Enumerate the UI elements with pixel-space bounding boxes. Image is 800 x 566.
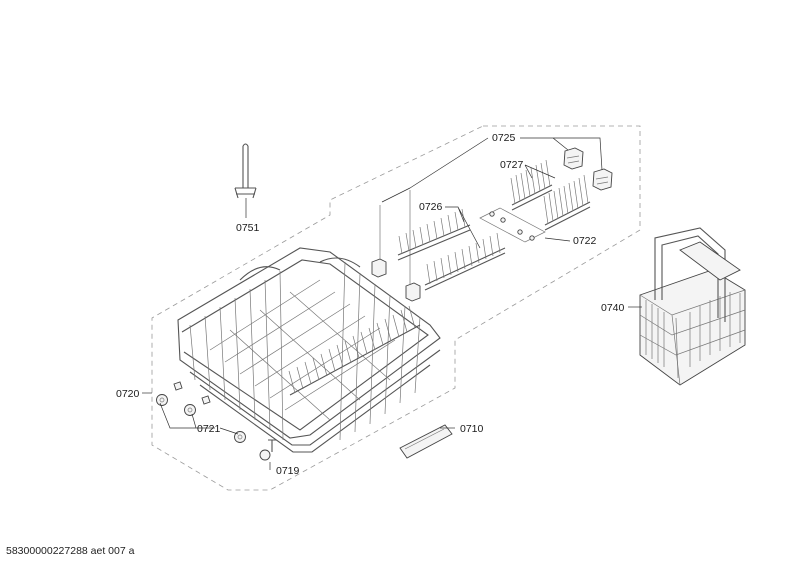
assembly-boundary [151, 125, 641, 491]
label-0721: 0721 [197, 423, 221, 435]
label-0710: 0710 [460, 423, 484, 435]
label-0751: 0751 [236, 222, 260, 234]
part-0710-strip[interactable] [399, 424, 453, 459]
label-0727: 0727 [500, 159, 524, 171]
label-0725: 0725 [492, 132, 516, 144]
part-0725-hinge[interactable] [371, 190, 421, 302]
part-0725-clip[interactable] [563, 147, 613, 191]
label-0722: 0722 [573, 235, 597, 247]
label-0720: 0720 [116, 388, 140, 400]
part-0722-rail[interactable] [479, 207, 546, 243]
label-0719: 0719 [276, 465, 300, 477]
part-0721-wheel[interactable] [156, 381, 246, 443]
part-0740-cutlery-basket[interactable] [639, 227, 746, 386]
part-0727-tine-rack[interactable] [510, 159, 591, 231]
document-id: 58300000227288 aet 007 a [6, 545, 135, 557]
label-0740: 0740 [601, 302, 625, 314]
part-0751-rod-holder[interactable] [234, 143, 257, 199]
label-0726: 0726 [419, 201, 443, 213]
part-0719-pin[interactable] [259, 439, 276, 461]
part-0720-lower-basket[interactable] [177, 247, 441, 453]
part-0726-tine-rack[interactable] [397, 208, 506, 291]
leader-lines [142, 137, 642, 470]
